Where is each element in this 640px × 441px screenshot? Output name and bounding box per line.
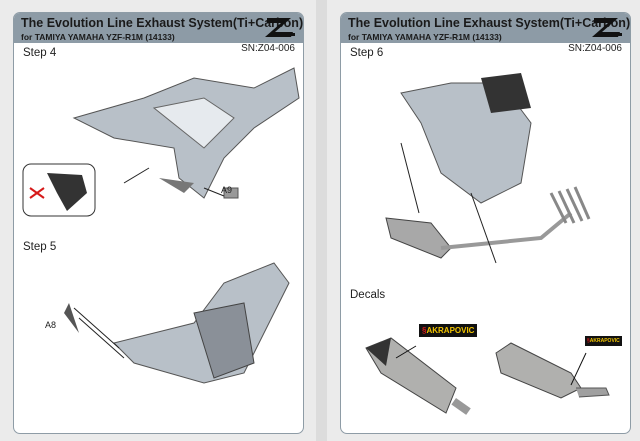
serial-number: SN:Z04-006: [568, 43, 622, 54]
scorpion-icon: §: [422, 326, 427, 335]
silencer-left-illustration: [365, 337, 471, 415]
decals-heading: Decals: [350, 289, 386, 301]
page-title: The Evolution Line Exhaust System(Ti+Car…: [348, 16, 631, 30]
step-5-frame-illustration: [64, 262, 290, 384]
z-brand-logo: [592, 18, 622, 37]
z-brand-logo: [265, 18, 295, 37]
akrapovic-decal-small: §AKRAPOVIC: [585, 336, 622, 346]
page-gutter: [316, 0, 327, 441]
step-4-heading: Step 4: [23, 47, 57, 59]
part-a9-label: A9: [221, 185, 233, 195]
step-5-heading: Step 5: [23, 241, 57, 253]
silencer-right-illustration: [495, 342, 610, 399]
page-header: The Evolution Line Exhaust System(Ti+Car…: [14, 13, 303, 43]
step-6-exhaust-illustration: [385, 73, 591, 264]
instruction-page-left: The Evolution Line Exhaust System(Ti+Car…: [13, 12, 304, 434]
step-4-frame-illustration: [72, 67, 300, 199]
serial-number: SN:Z04-006: [241, 43, 295, 54]
page-header: The Evolution Line Exhaust System(Ti+Car…: [341, 13, 630, 43]
page-title: The Evolution Line Exhaust System(Ti+Car…: [21, 16, 304, 30]
part-a8-label: A8: [45, 320, 57, 330]
page-subtitle: for TAMIYA YAMAHA YZF-R1M (14133): [348, 32, 502, 42]
step-6-heading: Step 6: [350, 47, 384, 59]
scorpion-icon: §: [587, 338, 590, 344]
akrapovic-decal-large: §AKRAPOVIC: [419, 324, 478, 337]
detail-inset: [22, 163, 96, 217]
page-subtitle: for TAMIYA YAMAHA YZF-R1M (14133): [21, 32, 175, 42]
instruction-page-right: The Evolution Line Exhaust System(Ti+Car…: [340, 12, 631, 434]
